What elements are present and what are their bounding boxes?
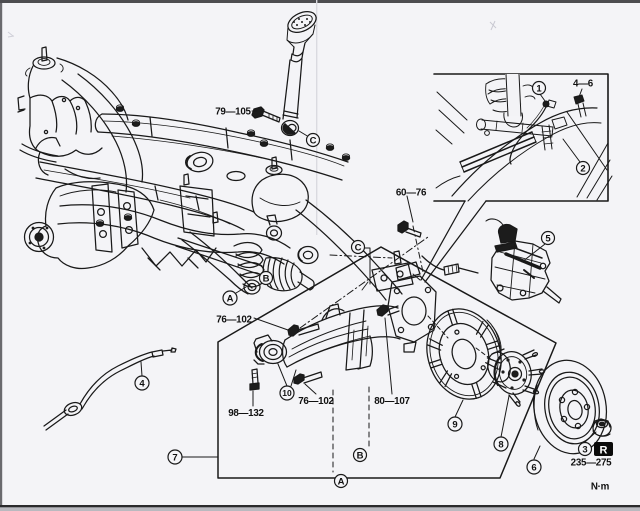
svg-text:A: A bbox=[227, 294, 234, 305]
svg-text:79—105: 79—105 bbox=[215, 107, 251, 118]
svg-text:B: B bbox=[263, 274, 270, 285]
svg-text:4: 4 bbox=[139, 379, 145, 390]
svg-text:80—107: 80—107 bbox=[374, 396, 410, 407]
svg-text:3: 3 bbox=[582, 445, 587, 456]
svg-text:10: 10 bbox=[282, 388, 292, 398]
svg-text:C: C bbox=[310, 136, 317, 147]
svg-text:B: B bbox=[357, 451, 364, 462]
svg-text:7: 7 bbox=[172, 453, 177, 464]
svg-text:R: R bbox=[600, 445, 608, 457]
svg-text:8: 8 bbox=[498, 440, 503, 451]
svg-text:5: 5 bbox=[545, 234, 551, 245]
svg-text:98—132: 98—132 bbox=[228, 408, 264, 419]
svg-text:A: A bbox=[338, 477, 345, 488]
svg-text:1: 1 bbox=[536, 84, 542, 95]
svg-text:9: 9 bbox=[452, 420, 457, 431]
svg-text:60—76: 60—76 bbox=[396, 188, 427, 199]
svg-text:C: C bbox=[355, 243, 362, 254]
svg-text:76—102: 76—102 bbox=[298, 396, 334, 407]
svg-text:6: 6 bbox=[531, 463, 536, 474]
svg-text:235—275: 235—275 bbox=[571, 458, 613, 469]
svg-text:2: 2 bbox=[580, 164, 585, 175]
svg-text:N·m: N·m bbox=[591, 482, 610, 493]
svg-text:76—102: 76—102 bbox=[216, 315, 252, 326]
svg-text:4—6: 4—6 bbox=[573, 79, 594, 90]
